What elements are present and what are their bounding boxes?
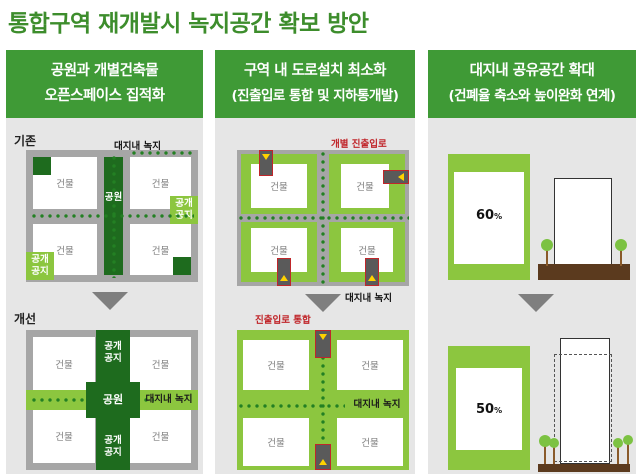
column-header-line2: 오픈스페이스 집적화 bbox=[44, 88, 165, 104]
park-center bbox=[86, 382, 140, 418]
individual-entry bbox=[383, 170, 409, 184]
green-path-top bbox=[130, 151, 194, 155]
before-label: 기존 bbox=[14, 134, 37, 148]
column-header-line1: 대지내 공유공간 확대 bbox=[469, 63, 595, 79]
park-label: 공원 bbox=[102, 393, 124, 406]
green-path-right bbox=[142, 398, 154, 402]
corner-green bbox=[33, 157, 51, 175]
coverage-after: 50% bbox=[476, 402, 503, 417]
individual-entry bbox=[259, 150, 273, 176]
building: 건물 bbox=[337, 418, 403, 466]
building: 건물 bbox=[33, 409, 95, 463]
tree-icon bbox=[615, 239, 627, 266]
after-label: 개선 bbox=[14, 312, 37, 326]
building: 건물 bbox=[130, 409, 191, 463]
building: 건물 bbox=[33, 337, 95, 391]
callout-on-site-green: 대지내 녹지 bbox=[345, 293, 393, 304]
column-header-line1: 구역 내 도로설치 최소화 bbox=[243, 63, 387, 79]
column-shared-space: 대지내 공유공간 확대 (건폐율 축소와 높이완화 연계) 60% 50% bbox=[428, 50, 636, 474]
building: 건물 bbox=[33, 224, 97, 275]
on-site-green-label: 대지내 녹지 bbox=[353, 399, 401, 410]
building-section-taller bbox=[560, 338, 610, 464]
building: 건물 bbox=[341, 164, 389, 208]
after-coverage-plan: 50% bbox=[448, 346, 530, 470]
page-title: 통합구역 재개발시 녹지공간 확보 방안 bbox=[8, 11, 369, 37]
tree-icon bbox=[541, 239, 553, 266]
callout-on-site-green: 대지내 녹지 bbox=[114, 141, 162, 152]
arrow-down bbox=[518, 294, 554, 312]
green-path-left bbox=[30, 398, 84, 402]
tree-icon bbox=[549, 438, 559, 464]
arrow-down bbox=[92, 292, 128, 310]
ground-section bbox=[538, 264, 630, 280]
before-coverage-plan: 60% bbox=[448, 154, 530, 280]
individual-entry bbox=[365, 258, 379, 286]
building: 건물 bbox=[337, 340, 403, 390]
public-space-right bbox=[170, 196, 198, 224]
ground-section bbox=[538, 464, 630, 472]
building-footprint bbox=[456, 368, 522, 450]
building: 건물 bbox=[243, 418, 309, 466]
on-site-green-label: 대지내 녹지 bbox=[145, 394, 193, 405]
before-site-plan: 건물 건물 건물 건물 bbox=[237, 150, 409, 286]
corner-green bbox=[173, 257, 191, 275]
green-path-vertical bbox=[112, 154, 116, 278]
building-section-previous bbox=[554, 354, 612, 462]
building-section bbox=[554, 178, 612, 266]
callout-individual-entry: 개별 진출입로 bbox=[331, 139, 387, 150]
arrow-down bbox=[305, 294, 341, 312]
green-path-vertical bbox=[321, 150, 325, 286]
merged-entry bbox=[315, 330, 331, 358]
building-footprint bbox=[454, 172, 524, 264]
after-site-plan: 건물 건물 건물 건물 대지내 녹지 bbox=[237, 330, 409, 470]
column-header: 대지내 공유공간 확대 (건폐율 축소와 높이완화 연계) bbox=[428, 50, 636, 118]
individual-entry bbox=[277, 258, 291, 286]
column-header-line2: (건폐율 축소와 높이완화 연계) bbox=[448, 88, 616, 104]
coverage-before: 60% bbox=[476, 208, 503, 223]
public-space-left bbox=[26, 252, 54, 280]
building: 건물 bbox=[243, 340, 309, 390]
tree-icon bbox=[539, 435, 551, 464]
column-header: 공원과 개별건축물 오픈스페이스 집적화 bbox=[6, 50, 203, 118]
callout-entry-merge: 진출입로 통합 bbox=[255, 315, 311, 326]
green-path-vertical bbox=[321, 330, 325, 470]
column-header-line1: 공원과 개별건축물 bbox=[50, 63, 159, 79]
column-header-line2: (진출입로 통합 및 지하통개발) bbox=[231, 88, 399, 104]
tree-icon bbox=[613, 438, 623, 464]
building: 건물 bbox=[130, 337, 191, 391]
merged-entry bbox=[315, 444, 331, 470]
green-path-horizontal bbox=[237, 404, 345, 408]
column-header: 구역 내 도로설치 최소화 (진출입로 통합 및 지하통개발) bbox=[215, 50, 415, 118]
column-open-space: 공원과 개별건축물 오픈스페이스 집적화 기존 건물 건물 건물 건물 공원 공… bbox=[6, 50, 203, 474]
column-road-minimization: 구역 내 도로설치 최소화 (진출입로 통합 및 지하통개발) 건물 건물 건물… bbox=[215, 50, 415, 474]
tree-icon bbox=[623, 435, 633, 464]
